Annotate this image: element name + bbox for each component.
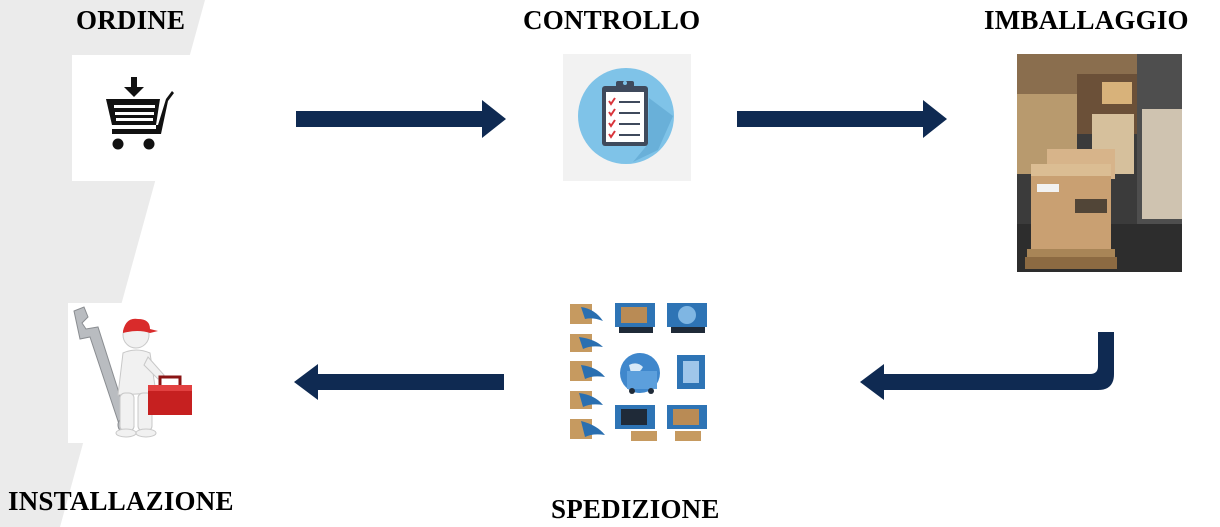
step-label-order: ORDINE bbox=[76, 5, 186, 35]
step-label-check: CONTROLLO bbox=[523, 5, 701, 35]
step-label-shipping: SPEDIZIONE bbox=[551, 494, 720, 524]
packed-boxes-photo bbox=[1017, 54, 1182, 272]
arrow-order-to-check bbox=[296, 100, 506, 138]
arrow-check-to-packing bbox=[737, 100, 947, 138]
shipping-step bbox=[565, 299, 716, 450]
installation-step bbox=[68, 303, 201, 443]
packing-step bbox=[1017, 54, 1182, 272]
step-label-installation: INSTALLAZIONE bbox=[8, 486, 234, 516]
check-step bbox=[563, 54, 691, 181]
clipboard-checklist-icon bbox=[578, 68, 674, 164]
shipping-delivery-icon bbox=[570, 303, 707, 441]
technician-wrench-toolbox-icon bbox=[73, 306, 192, 438]
arrow-shipping-to-installation bbox=[294, 364, 504, 400]
order-step bbox=[72, 55, 200, 181]
shopping-cart-icon bbox=[106, 77, 174, 150]
step-label-packing: IMBALLAGGIO bbox=[984, 5, 1189, 35]
arrow-packing-to-shipping bbox=[860, 332, 1114, 400]
